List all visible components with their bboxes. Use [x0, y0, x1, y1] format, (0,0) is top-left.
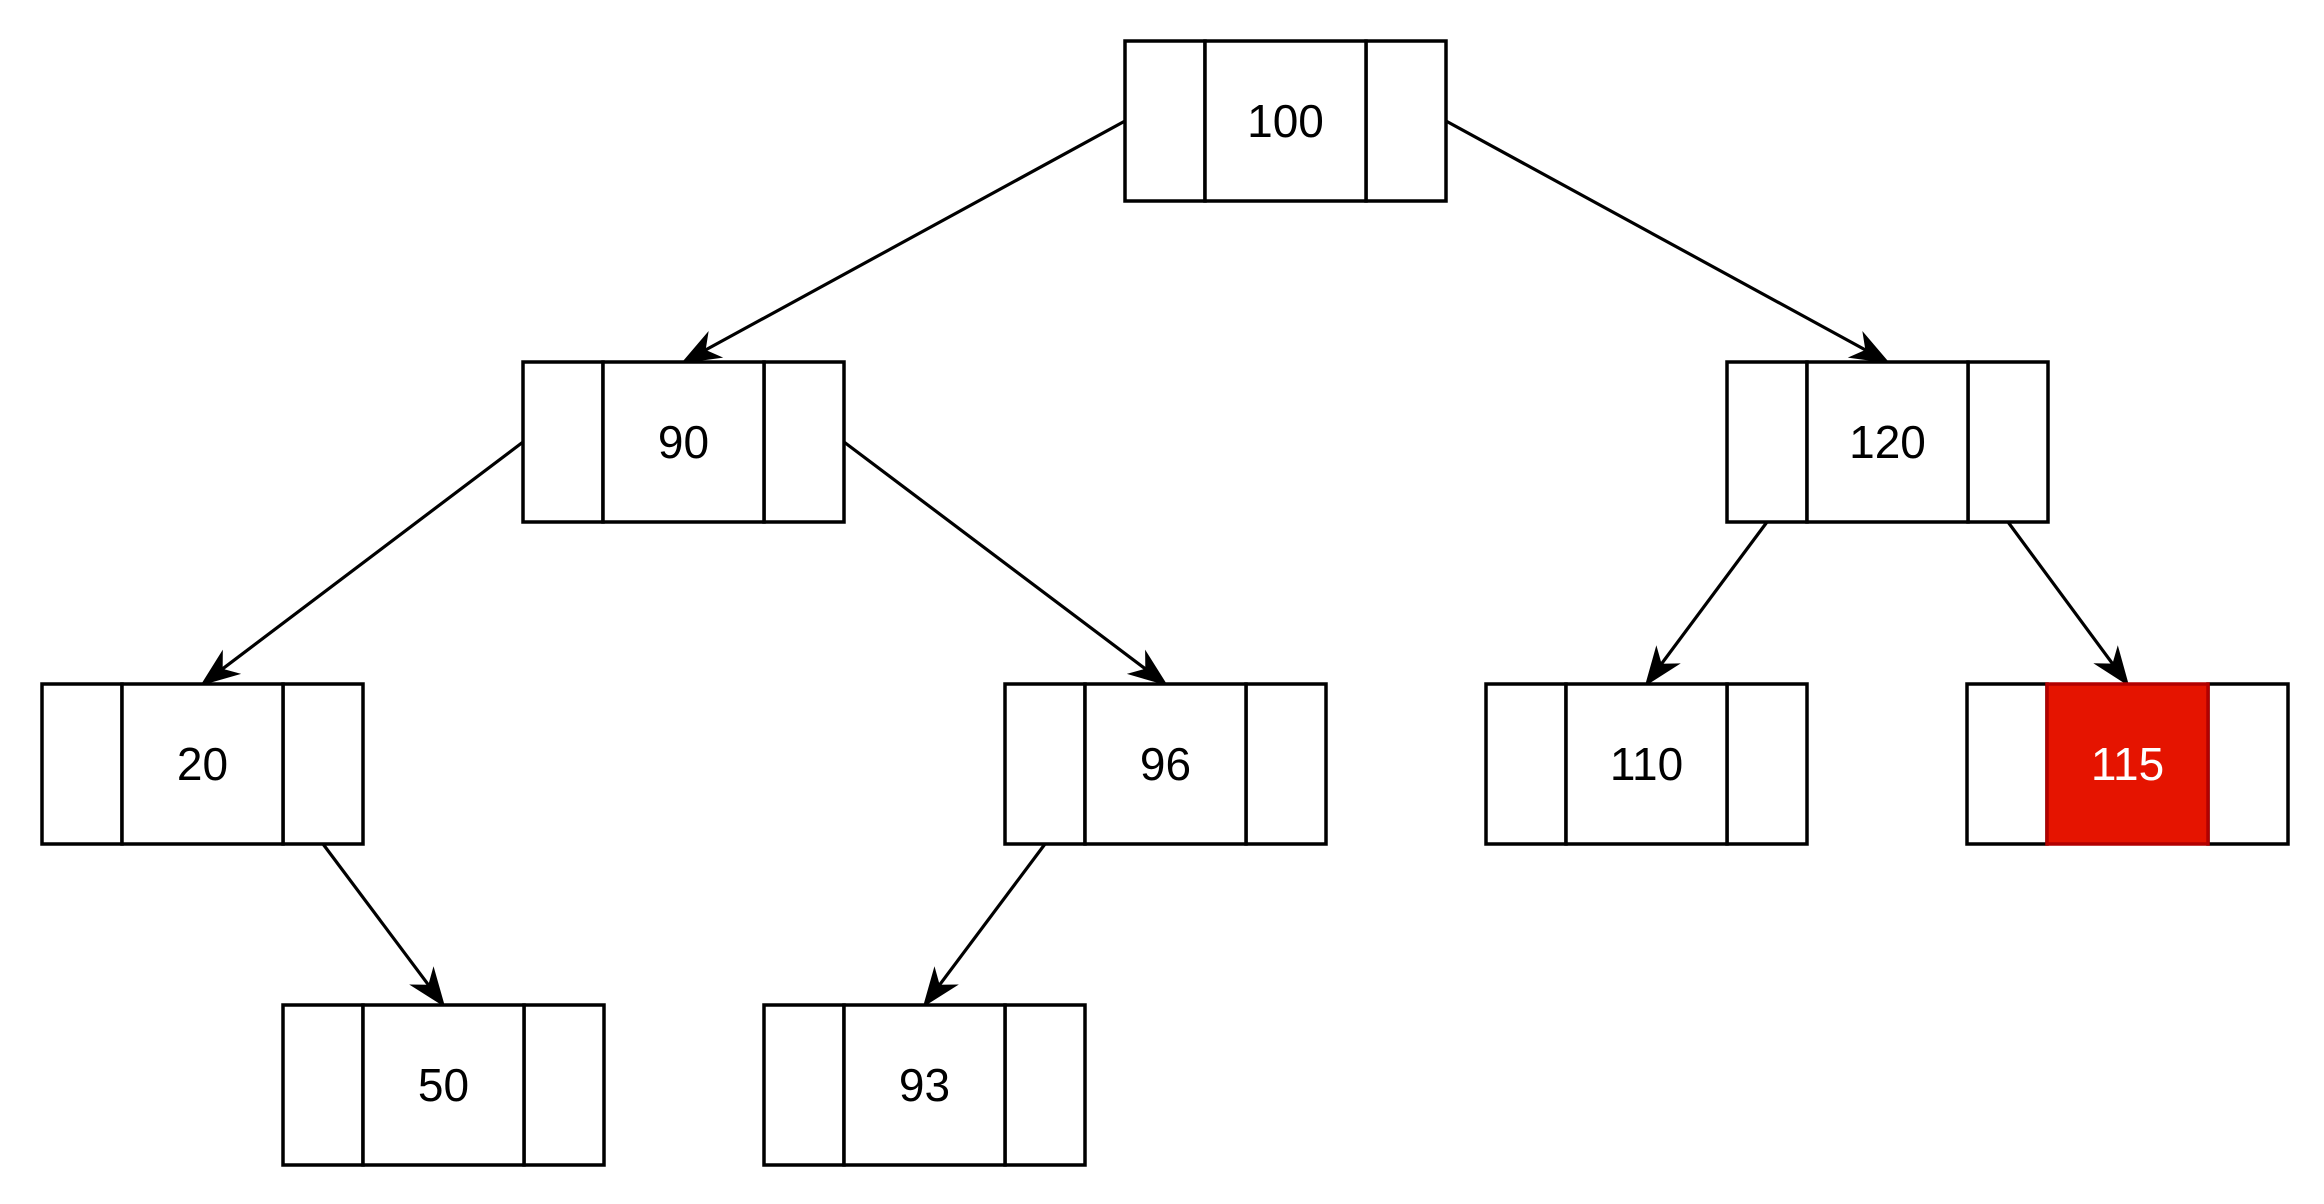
node-value-label: 50 [418, 1059, 469, 1111]
edge-line [937, 843, 1047, 987]
edges-layer [200, 119, 2130, 1008]
arrow-head-icon [200, 649, 242, 686]
edge-line [1659, 521, 1769, 666]
node-value-label: 120 [1849, 416, 1926, 468]
tree-node-50: 50 [281, 1003, 606, 1167]
tree-node-90: 90 [521, 360, 846, 524]
edge-120-to-110 [1644, 521, 1769, 687]
edge-90-to-20 [200, 440, 524, 686]
node-value-cell [1805, 360, 1970, 524]
node-right-pointer-cell [1966, 360, 2050, 524]
node-value-label: 93 [899, 1059, 950, 1111]
edge-line [321, 843, 431, 987]
node-right-pointer-cell [281, 682, 365, 846]
tree-node-120: 120 [1725, 360, 2050, 524]
node-value-cell [1564, 682, 1729, 846]
edge-90-to-96 [843, 440, 1168, 686]
tree-node-115: 115 [1965, 682, 2290, 846]
tree-node-96: 96 [1003, 682, 1328, 846]
edge-96-to-93 [922, 843, 1047, 1008]
arrow-head-icon [922, 966, 959, 1008]
node-value-cell [2045, 682, 2210, 846]
arrow-head-icon [409, 966, 446, 1008]
edge-line [703, 119, 1126, 352]
node-left-pointer-cell [1965, 682, 2049, 846]
edge-line [1445, 119, 1868, 352]
node-value-cell [842, 1003, 1007, 1167]
node-value-cell [361, 1003, 526, 1167]
node-left-pointer-cell [521, 360, 605, 524]
node-value-cell [1083, 682, 1248, 846]
edge-100-to-120 [1445, 119, 1890, 364]
edge-120-to-115 [2006, 521, 2130, 687]
tree-node-100: 100 [1123, 39, 1448, 203]
edge-line [220, 440, 524, 671]
node-value-cell [120, 682, 285, 846]
arrow-head-icon [1644, 645, 1681, 687]
node-right-pointer-cell [1725, 682, 1809, 846]
node-left-pointer-cell [281, 1003, 365, 1167]
node-value-label: 20 [177, 738, 228, 790]
node-right-pointer-cell [1003, 1003, 1087, 1167]
node-value-label: 110 [1610, 738, 1683, 790]
node-value-label: 100 [1247, 95, 1324, 147]
edge-20-to-50 [321, 843, 446, 1008]
edge-100-to-90 [681, 119, 1126, 364]
node-left-pointer-cell [1484, 682, 1568, 846]
node-value-cell [1203, 39, 1368, 203]
node-left-pointer-cell [1003, 682, 1087, 846]
node-left-pointer-cell [40, 682, 124, 846]
edge-line [843, 440, 1148, 671]
node-left-pointer-cell [762, 1003, 846, 1167]
tree-node-20: 20 [40, 682, 365, 846]
arrow-head-icon [681, 330, 724, 364]
node-value-label: 90 [658, 416, 709, 468]
node-left-pointer-cell [1123, 39, 1207, 203]
arrow-head-icon [1847, 330, 1890, 364]
arrow-head-icon [2093, 645, 2130, 687]
node-right-pointer-cell [1364, 39, 1448, 203]
edge-line [2006, 521, 2115, 666]
node-left-pointer-cell [1725, 360, 1809, 524]
arrow-head-icon [1126, 649, 1168, 686]
tree-node-110: 110 [1484, 682, 1809, 846]
node-value-cell [601, 360, 766, 524]
node-value-label: 115 [2091, 738, 2164, 790]
nodes-layer: 100 90 120 20 96 110 115 50 93 [40, 39, 2290, 1167]
node-right-pointer-cell [1244, 682, 1328, 846]
node-right-pointer-cell [522, 1003, 606, 1167]
node-right-pointer-cell [2206, 682, 2290, 846]
node-right-pointer-cell [762, 360, 846, 524]
node-value-label: 96 [1140, 738, 1191, 790]
tree-node-93: 93 [762, 1003, 1087, 1167]
